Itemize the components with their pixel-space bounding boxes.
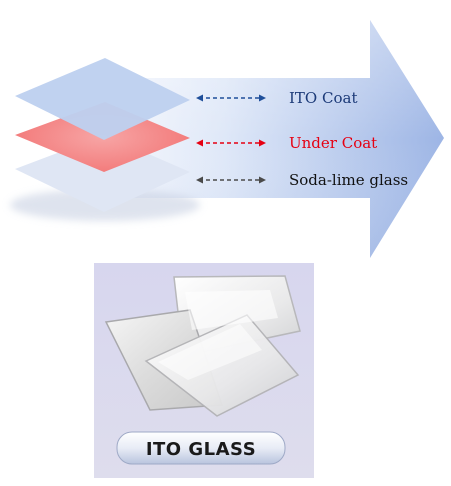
layer-arrow-under-coat (196, 139, 266, 147)
layer-arrow-soda-lime-glass (196, 176, 266, 184)
ito-glass-photo: ITO GLASS (94, 263, 314, 478)
big-arrow-shade (105, 20, 444, 258)
label-soda-lime-glass: Soda-lime glass (289, 171, 408, 189)
ito-coat-plate (15, 58, 190, 140)
label-ito-coat: ITO Coat (289, 89, 357, 107)
ito-glass-badge (116, 431, 286, 465)
layer-arrow-ito (196, 94, 266, 102)
label-under-coat: Under Coat (289, 134, 377, 152)
badge-label: ITO GLASS (146, 439, 256, 460)
